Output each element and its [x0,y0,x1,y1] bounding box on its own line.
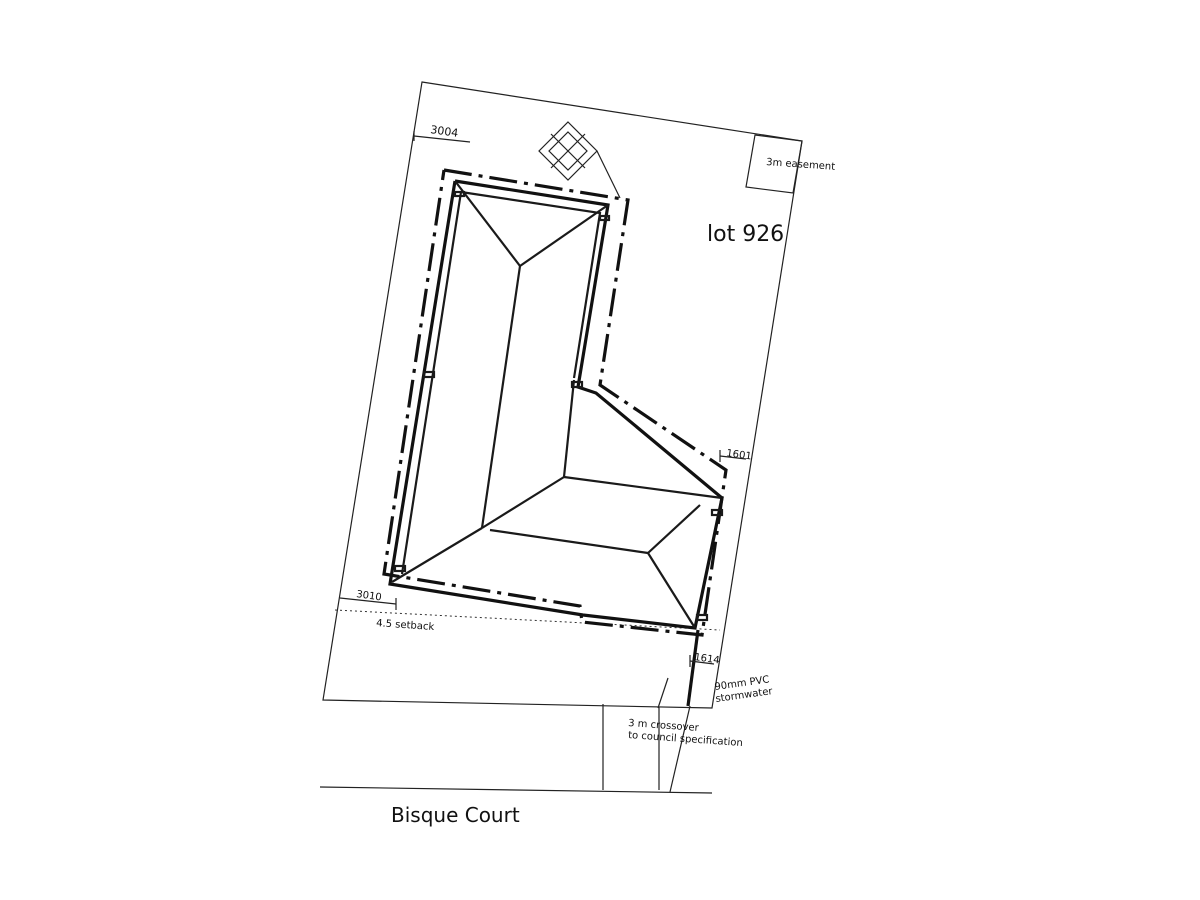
setback-line [334,609,721,631]
easement-box [745,134,803,194]
dimension-right-upper: 1601 [726,448,753,462]
lot-label: lot 926 [707,222,784,247]
tree-symbol [538,121,621,199]
dimension-top-left: 3004 [430,123,460,140]
street-label: Bisque Court [391,803,520,827]
building-outline [388,179,724,630]
stormwater-pipe [686,629,700,707]
easement-label: 3m easement [766,157,836,173]
wall-fixtures [393,190,724,622]
inner-wall-top [460,190,602,379]
crossover-label-line1: 3 m crossover [628,718,700,734]
crossover-driveway-line [669,705,691,793]
lot-boundary [322,81,803,709]
dimension-bottom-left: 3010 [356,589,383,603]
street-edge-line [319,786,713,794]
eaves-line [382,168,728,637]
dimension-right-lower: 1614 [694,652,721,666]
roof-lines [391,180,723,629]
setback-label: 4.5 setback [376,618,435,633]
inner-wall-left [400,191,463,575]
dimension-marks [339,131,747,667]
crossover-driveway-line-2 [657,677,669,709]
